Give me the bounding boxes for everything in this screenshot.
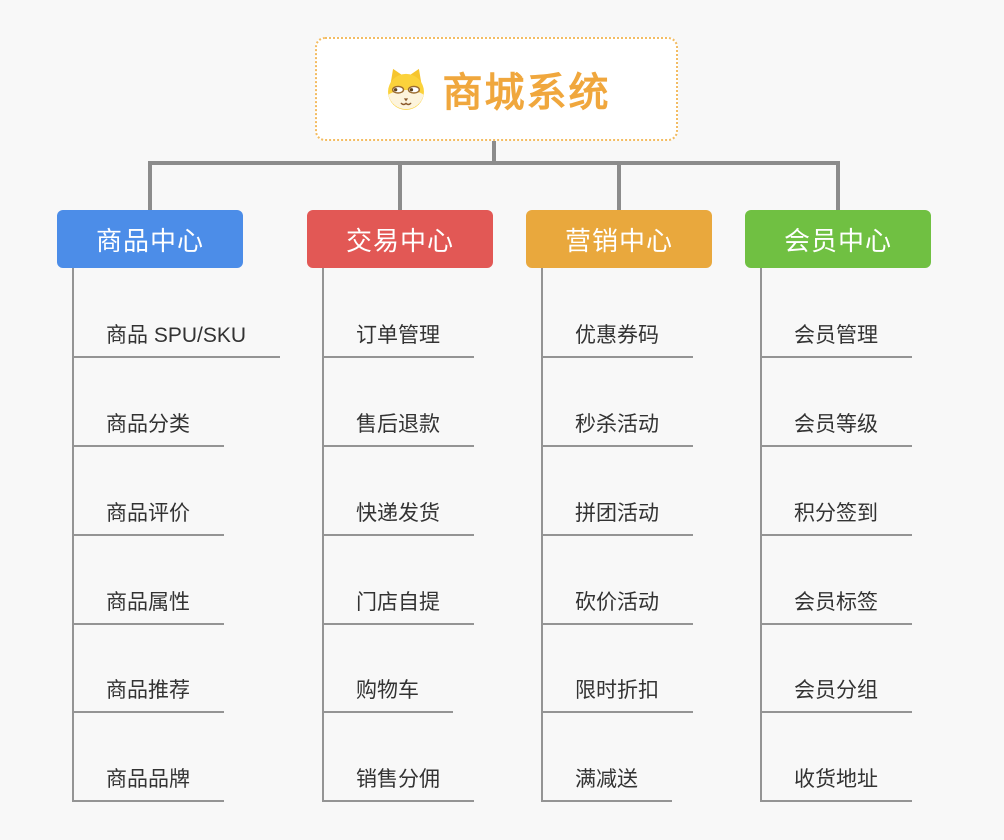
- item-node[interactable]: 会员分组: [760, 677, 912, 713]
- item-node[interactable]: 拼团活动: [541, 500, 693, 536]
- branch-drop-line: [836, 163, 840, 210]
- item-node[interactable]: 限时折扣: [541, 677, 693, 713]
- item-node[interactable]: 商品 SPU/SKU: [72, 322, 281, 358]
- branch-node-0[interactable]: 商品中心: [57, 210, 243, 268]
- item-node[interactable]: 积分签到: [760, 500, 912, 536]
- root-connector-line: [492, 140, 496, 165]
- item-node[interactable]: 快递发货: [322, 500, 474, 536]
- item-node[interactable]: 满减送: [541, 766, 672, 802]
- item-node[interactable]: 订单管理: [322, 322, 474, 358]
- item-node[interactable]: 商品推荐: [72, 677, 224, 713]
- item-node[interactable]: 售后退款: [322, 411, 474, 447]
- branch-node-3[interactable]: 会员中心: [745, 210, 931, 268]
- item-node[interactable]: 会员管理: [760, 322, 912, 358]
- branch-node-1[interactable]: 交易中心: [307, 210, 493, 268]
- branch-drop-line: [148, 163, 152, 210]
- item-node[interactable]: 收货地址: [760, 766, 912, 802]
- item-node[interactable]: 购物车: [322, 677, 453, 713]
- item-node[interactable]: 会员等级: [760, 411, 912, 447]
- item-node[interactable]: 销售分佣: [322, 766, 474, 802]
- branch-drop-line: [617, 163, 621, 210]
- item-node[interactable]: 砍价活动: [541, 589, 693, 625]
- branch-node-2[interactable]: 营销中心: [526, 210, 712, 268]
- item-node[interactable]: 商品分类: [72, 411, 224, 447]
- dog-icon: [383, 66, 429, 112]
- item-node[interactable]: 会员标签: [760, 589, 912, 625]
- item-node[interactable]: 商品品牌: [72, 766, 224, 802]
- branch-drop-line: [398, 163, 402, 210]
- branch-connector-bar: [148, 161, 840, 165]
- item-node[interactable]: 商品属性: [72, 589, 224, 625]
- root-node[interactable]: 商城系统: [315, 37, 678, 141]
- item-node[interactable]: 优惠券码: [541, 322, 693, 358]
- root-title: 商城系统: [442, 71, 611, 115]
- item-node[interactable]: 门店自提: [322, 589, 474, 625]
- item-node[interactable]: 秒杀活动: [541, 411, 693, 447]
- item-node[interactable]: 商品评价: [72, 500, 224, 536]
